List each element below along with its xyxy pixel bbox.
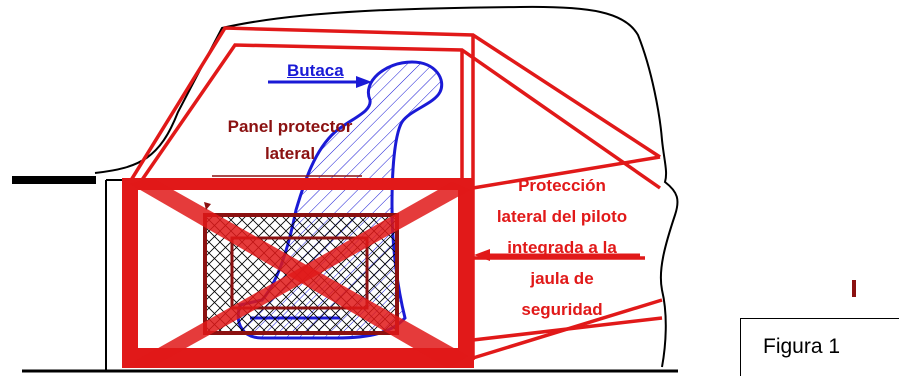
cage-front-post	[122, 178, 138, 368]
cross-bar-up	[130, 182, 470, 368]
figure-caption-box: Figura 1	[740, 318, 899, 376]
panel-inner-frame	[230, 236, 369, 310]
protection-label-line2: lateral del piloto	[496, 207, 628, 226]
butaca-arrow	[268, 76, 372, 88]
margin-mark	[852, 280, 856, 297]
side-protection-bars	[122, 178, 474, 368]
protection-label-line1: Protección	[518, 176, 606, 195]
figure-caption: Figura 1	[763, 335, 841, 358]
protection-label-line5: seguridad	[521, 300, 603, 319]
side-panel-label-line1: Panel protector	[227, 117, 353, 136]
panel-pointer-arrowhead	[204, 202, 211, 210]
door-sill	[12, 176, 96, 184]
pilot-protection-label: Protección lateral del piloto integrada …	[472, 170, 652, 325]
side-panel-label: Panel protector lateral	[205, 113, 375, 167]
seat-label: Butaca	[287, 61, 344, 80]
protection-arrow	[474, 249, 640, 261]
side-panel-label-line2: lateral	[264, 144, 316, 163]
protection-label-line3: integrada a la	[507, 238, 617, 257]
cage-rear-post	[458, 178, 474, 368]
cage-top-bar	[122, 178, 474, 190]
cage-bottom-bar	[122, 348, 474, 368]
protection-label-line4: jaula de	[530, 269, 594, 288]
roll-cage-frame	[123, 26, 663, 360]
